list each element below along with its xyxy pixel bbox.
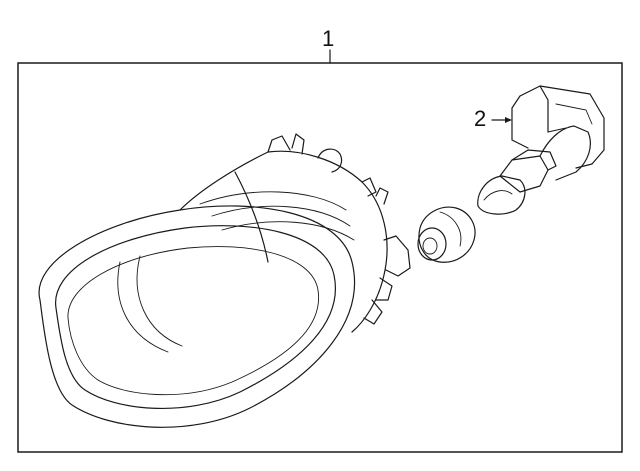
callout-1-label: 1 — [322, 26, 335, 51]
assembly-frame — [17, 62, 623, 453]
fog-lamp-bulb — [477, 85, 605, 215]
fog-lamp-housing — [38, 133, 411, 428]
bulb-socket — [417, 206, 476, 263]
callout-2-label: 2 — [474, 106, 487, 131]
callout-2-leader — [491, 117, 512, 123]
